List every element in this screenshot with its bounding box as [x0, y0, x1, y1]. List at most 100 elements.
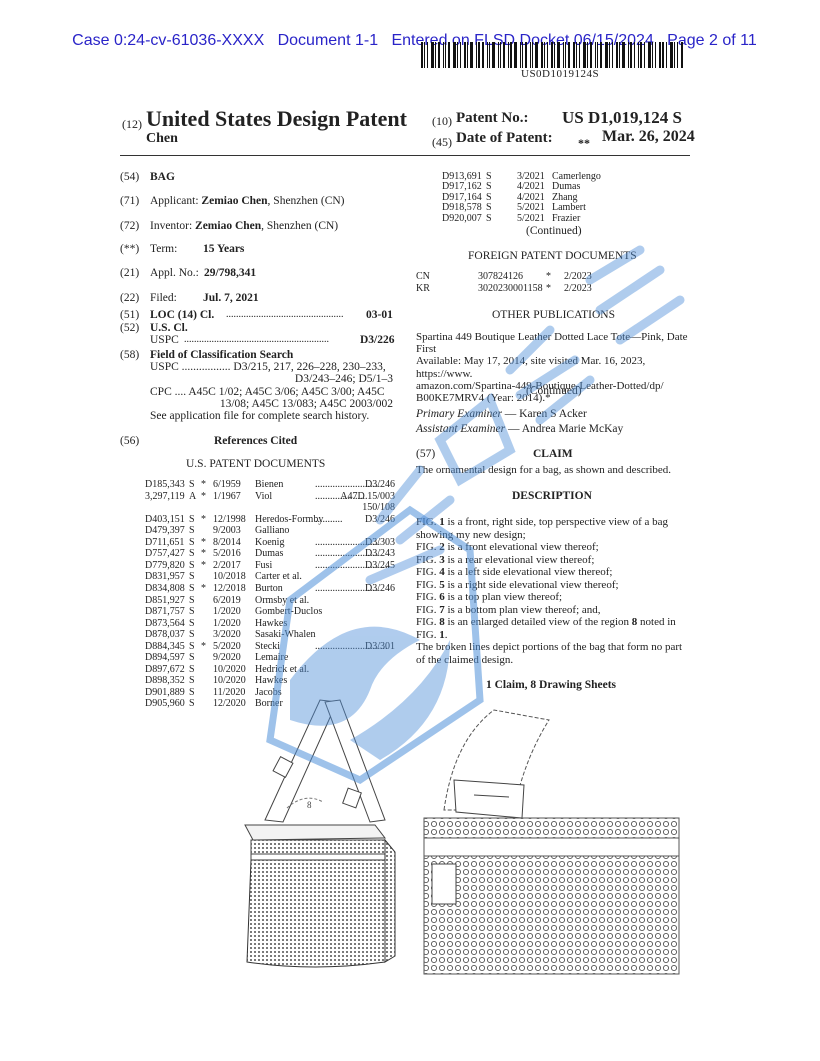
barcode-bar: [609, 42, 610, 68]
f56-num: (56): [120, 435, 140, 447]
barcode-bar: [674, 42, 675, 68]
other-heading: OTHER PUBLICATIONS: [492, 309, 615, 321]
description-line: The broken lines depict portions of the …: [416, 641, 683, 653]
f71-num: (71): [120, 195, 140, 207]
foreign-cc: KR: [416, 282, 430, 294]
ref-name: Dumas: [552, 181, 581, 193]
f51-dots: ........................................…: [226, 309, 344, 320]
description-line: FIG. 2 is a front elevational view there…: [416, 541, 599, 553]
foreign-num: 307824126: [478, 271, 523, 282]
ref-kind: S: [189, 698, 195, 710]
ref-class: A47D 15/003: [340, 490, 395, 502]
ref-dots: .....................: [315, 490, 368, 502]
ref-kind: S: [189, 594, 195, 606]
barcode-bar: [438, 42, 440, 68]
barcode-bar: [470, 42, 473, 68]
barcode-bar: [445, 42, 446, 68]
barcode-bar: [448, 42, 450, 68]
ref-date: 2/2017: [213, 559, 241, 571]
ref-date: 4/2021: [517, 191, 545, 203]
ref-kind: S: [189, 525, 195, 537]
ref-star: *: [201, 536, 206, 548]
claim-num: (57): [416, 448, 436, 460]
ref-name: Fusi: [255, 559, 273, 571]
ref-name: Burton: [255, 582, 283, 594]
ref-class: D3/303: [365, 536, 395, 548]
description-line: FIG. 5 is a right side elevational view …: [416, 578, 619, 591]
ref-date: 4/2021: [517, 181, 545, 193]
foreign-num: 3020230001158: [478, 282, 543, 294]
f58-line5: See application file for complete search…: [150, 410, 370, 422]
ref-kind: S: [486, 191, 492, 203]
ref-date: 5/2020: [213, 640, 241, 652]
barcode-bar: [677, 42, 678, 68]
barcode-bar: [681, 42, 683, 68]
ref-kind: S: [189, 479, 195, 490]
barcode-bar: [659, 42, 661, 68]
ref-num: 3,297,119: [145, 490, 185, 502]
ref-name: Ormsby et al.: [255, 594, 310, 606]
ref-kind: S: [486, 202, 492, 214]
ref-num: D920,007: [442, 212, 482, 224]
ref-name: Hedrick et al.: [255, 663, 310, 675]
ref-class: D3/301: [365, 640, 395, 652]
barcode-bar: [622, 42, 625, 68]
barcode-bar: [500, 42, 501, 68]
primary-examiner-name: — Karen S Acker: [501, 408, 587, 420]
ref-num: D918,578: [442, 202, 482, 214]
barcode-bar: [576, 42, 577, 68]
case-number: Case 0:24-cv-61036-XXXX: [72, 32, 265, 49]
f58-line2: D3/243–246; D5/1–3: [294, 373, 393, 385]
ref-star: *: [201, 490, 206, 502]
ref-kind: S: [189, 606, 195, 618]
ref-date: 3/2020: [213, 629, 241, 641]
field-45-number: (45): [432, 135, 452, 149]
other-pub-line-1: Spartina 449 Boutique Leather Dotted Lac…: [416, 331, 688, 356]
ref-name: Sasaki-Whalen: [255, 629, 316, 641]
description-line: FIG. 1 is a front, right side, top persp…: [416, 516, 669, 528]
title-divider: [120, 155, 690, 156]
barcode-text: US0D1019124S: [521, 68, 600, 80]
description-line: of the claimed design.: [416, 653, 514, 666]
ref-date: 10/2018: [213, 571, 246, 583]
f21-num: (21): [120, 267, 140, 279]
ref-date: 12/1998: [213, 513, 246, 525]
ref-num: D403,151: [145, 513, 185, 525]
barcode-bar: [522, 42, 523, 68]
barcode-bar: [652, 42, 653, 68]
ref-name: Dumas: [255, 548, 284, 560]
other-pub-line-4: B00KE7MRV4 (Year: 2014).*: [416, 392, 551, 405]
barcode-bar: [595, 42, 596, 68]
barcode-bar: [628, 42, 629, 68]
barcode-bar: [551, 42, 553, 68]
barcode-bar: [655, 42, 656, 68]
ref-star: *: [201, 559, 206, 571]
ref-date: 11/2020: [213, 686, 246, 698]
ref-dots: ..........................: [315, 479, 380, 490]
drawing-sheets: 1 Claim, 8 Drawing Sheets: [486, 679, 617, 691]
barcode-bar: [554, 42, 555, 68]
patent-number: US D1,019,124 S: [562, 108, 682, 127]
ref-kind: S: [189, 536, 195, 548]
ref-kind: S: [189, 686, 195, 698]
f72-num: (72): [120, 220, 140, 232]
ref-date: 10/2020: [213, 663, 246, 675]
ref-kind: S: [189, 559, 195, 571]
ref-name: Heredos-Formby: [255, 513, 324, 525]
ref-name: Bienen: [255, 479, 284, 490]
description-line: FIG. 8 is an enlarged detailed view of t…: [416, 616, 676, 628]
ref-kind: S: [189, 582, 195, 594]
f51-value: 03-01: [366, 309, 393, 321]
ref-num: D897,672: [145, 663, 185, 675]
f51-num: (51): [120, 309, 140, 321]
ref-name: Hawkes: [255, 675, 288, 687]
f52-value: D3/226: [360, 334, 395, 346]
barcode-bar: [666, 42, 667, 68]
foreign-heading: FOREIGN PATENT DOCUMENTS: [468, 250, 637, 262]
barcode-bar: [498, 42, 499, 68]
ref-kind: S: [189, 629, 195, 641]
continued-1: (Continued): [526, 225, 582, 237]
ref-date: 6/1959: [213, 479, 241, 490]
patent-no-label: Patent No.:: [456, 110, 529, 126]
barcode-bar: [600, 42, 602, 68]
